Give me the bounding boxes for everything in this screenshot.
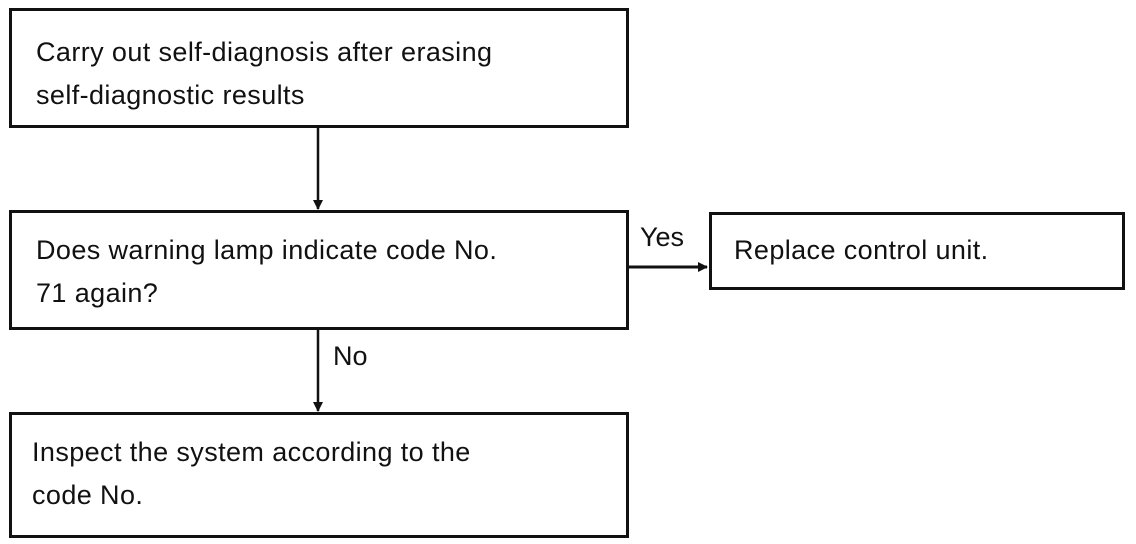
replace-control-unit-box: Replace control unit. bbox=[709, 212, 1125, 290]
decision-code-71-box: Does warning lamp indicate code No. 71 a… bbox=[9, 210, 629, 330]
yes-branch-label: Yes bbox=[640, 222, 685, 252]
step-erase-text-line-1: Carry out self-diagnosis after erasing bbox=[36, 37, 493, 67]
replace-text-line-1: Replace control unit. bbox=[734, 235, 989, 265]
decision-text-line-1: Does warning lamp indicate code No. bbox=[36, 235, 498, 265]
no-branch-label: No bbox=[333, 341, 368, 371]
decision-text-line-2: 71 again? bbox=[36, 278, 159, 308]
inspect-text-line-2: code No. bbox=[32, 480, 144, 510]
inspect-system-box: Inspect the system according to the code… bbox=[9, 412, 629, 538]
step-erase-text-line-2: self-diagnostic results bbox=[36, 80, 305, 110]
step-erase-and-diagnose-box: Carry out self-diagnosis after erasing s… bbox=[9, 8, 629, 128]
inspect-text-line-1: Inspect the system according to the bbox=[32, 437, 471, 467]
